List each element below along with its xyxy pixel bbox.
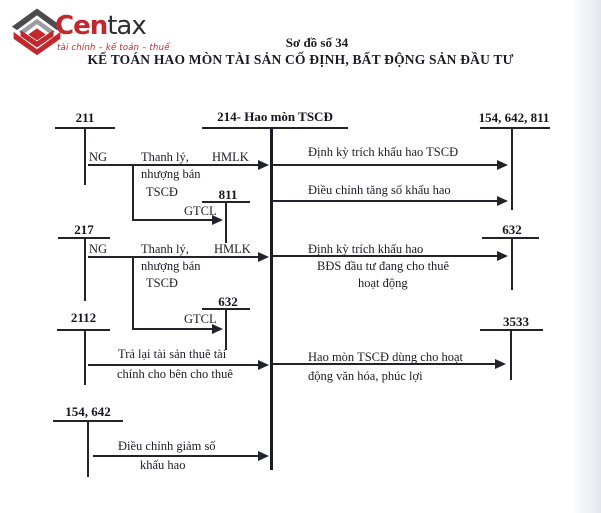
account-632-right-label: 632 — [502, 222, 522, 237]
flow-l3-text2: chính cho bên cho thuê — [117, 367, 233, 381]
account-3533-stem — [510, 331, 512, 380]
flow-r4-text1: Hao mòn TSCĐ dùng cho hoạt — [308, 350, 463, 364]
account-3533-label: 3533 — [503, 314, 529, 329]
flow-l1-text2: nhượng bán — [141, 167, 201, 181]
account-154-642-811-label: 154, 642, 811 — [478, 110, 550, 125]
flow-r3-text1: Định kỳ trích khấu hao — [308, 242, 424, 256]
flow-l1-hmlk-label: HMLK — [212, 150, 249, 164]
account-811-bar — [202, 201, 250, 203]
flow-l2-line — [88, 256, 260, 258]
account-211-stem — [84, 129, 86, 185]
flow-l1-ng-label: NG — [89, 150, 108, 164]
account-632-right-stem — [511, 239, 513, 290]
flow-l1-gtcl-label: GTCL — [184, 204, 217, 218]
account-217-bar — [58, 237, 110, 239]
account-211-label: 211 — [75, 110, 95, 125]
flow-l4-line — [93, 455, 260, 457]
flow-l3-text1: Trả lại tài sản thuê tài — [118, 347, 227, 361]
brand-secondary: tax — [107, 11, 147, 41]
account-632-left-label: 632 — [218, 294, 238, 309]
account-214-bar — [202, 127, 348, 129]
flow-r1-text1: Định kỳ trích khấu hao TSCĐ — [308, 145, 459, 159]
flow-l2-text1: Thanh lý, — [141, 242, 189, 256]
account-632-right-bar — [482, 237, 539, 239]
brand-wordmark: Centax — [55, 11, 147, 41]
account-217-label: 217 — [74, 222, 94, 237]
flow-l1-corner-arrowhead — [212, 215, 223, 225]
flow-l3-arrowhead — [258, 360, 269, 370]
flow-l2-gtcl-label: GTCL — [184, 312, 217, 326]
flow-l2-text2: nhượng bán — [141, 259, 201, 273]
flow-r3-text2: BĐS đầu tư đang cho thuê — [317, 259, 450, 273]
account-154-642-811-stem — [511, 129, 513, 210]
flow-r4-line — [273, 363, 496, 365]
flow-l2-arrowhead — [258, 252, 269, 262]
flow-l4-arrowhead — [258, 451, 269, 461]
flow-r3-text3: hoạt động — [358, 276, 408, 290]
account-217-stem — [84, 239, 86, 301]
flow-l2-corner-hline — [132, 328, 212, 330]
account-154-642-stem — [87, 422, 89, 477]
brand-primary: Cen — [55, 11, 108, 41]
flow-l1-arrowhead — [258, 160, 269, 170]
flow-l2-text3: TSCĐ — [146, 276, 178, 290]
flow-l2-ng-label: NG — [89, 242, 108, 256]
centax-cube-logo-icon — [11, 8, 63, 56]
flow-l1-text1: Thanh lý, — [141, 150, 189, 164]
account-214-stem — [270, 127, 273, 470]
flow-r1-line — [273, 164, 498, 166]
flow-r4-text2: động văn hóa, phúc lợi — [308, 369, 423, 383]
account-2112-stem — [84, 331, 86, 385]
scan-edge-shadow — [571, 0, 601, 513]
flow-l2-hmlk-label: HMLK — [214, 242, 251, 256]
account-632-left-stem — [225, 310, 227, 350]
account-211-bar — [55, 127, 115, 129]
flow-r3-arrowhead — [497, 251, 508, 261]
flow-r1-arrowhead — [497, 160, 508, 170]
flow-l4-text1: Điều chỉnh giảm số — [118, 439, 216, 453]
account-214-label: 214- Hao mòn TSCĐ — [217, 109, 333, 124]
flow-l1-corner-vline — [132, 166, 134, 221]
account-154-642-bar — [53, 420, 123, 422]
scheme-number: Sơ đồ số 34 — [285, 35, 349, 50]
flow-l2-corner-arrowhead — [212, 324, 223, 334]
flow-r2-line — [273, 200, 498, 202]
flow-r2-arrowhead — [497, 196, 508, 206]
flow-l2-corner-vline — [132, 258, 134, 330]
account-154-642-label: 154, 642 — [65, 404, 111, 419]
account-3533-bar — [480, 329, 543, 331]
flow-l1-line — [88, 164, 260, 166]
brand-tagline: tài chính – kế toán – thuế — [57, 43, 170, 53]
flow-r2-text1: Điều chỉnh tăng số khấu hao — [308, 183, 451, 197]
flow-r3-line — [273, 255, 498, 257]
account-632-left-bar — [202, 308, 250, 310]
account-154-642-811-bar — [480, 127, 550, 129]
flow-l4-text2: khấu hao — [140, 458, 186, 472]
flow-l3-line — [88, 364, 260, 366]
account-811-label: 811 — [218, 187, 238, 202]
flow-l1-text3: TSCĐ — [146, 185, 178, 199]
account-2112-bar — [57, 329, 110, 331]
account-811-stem — [225, 203, 227, 243]
page-title: KẾ TOÁN HAO MÒN TÀI SẢN CỐ ĐỊNH, BẤT ĐỘN… — [87, 52, 514, 67]
flow-r4-arrowhead — [495, 359, 506, 369]
account-2112-label: 2112 — [70, 310, 97, 325]
flow-l1-corner-hline — [132, 219, 212, 221]
